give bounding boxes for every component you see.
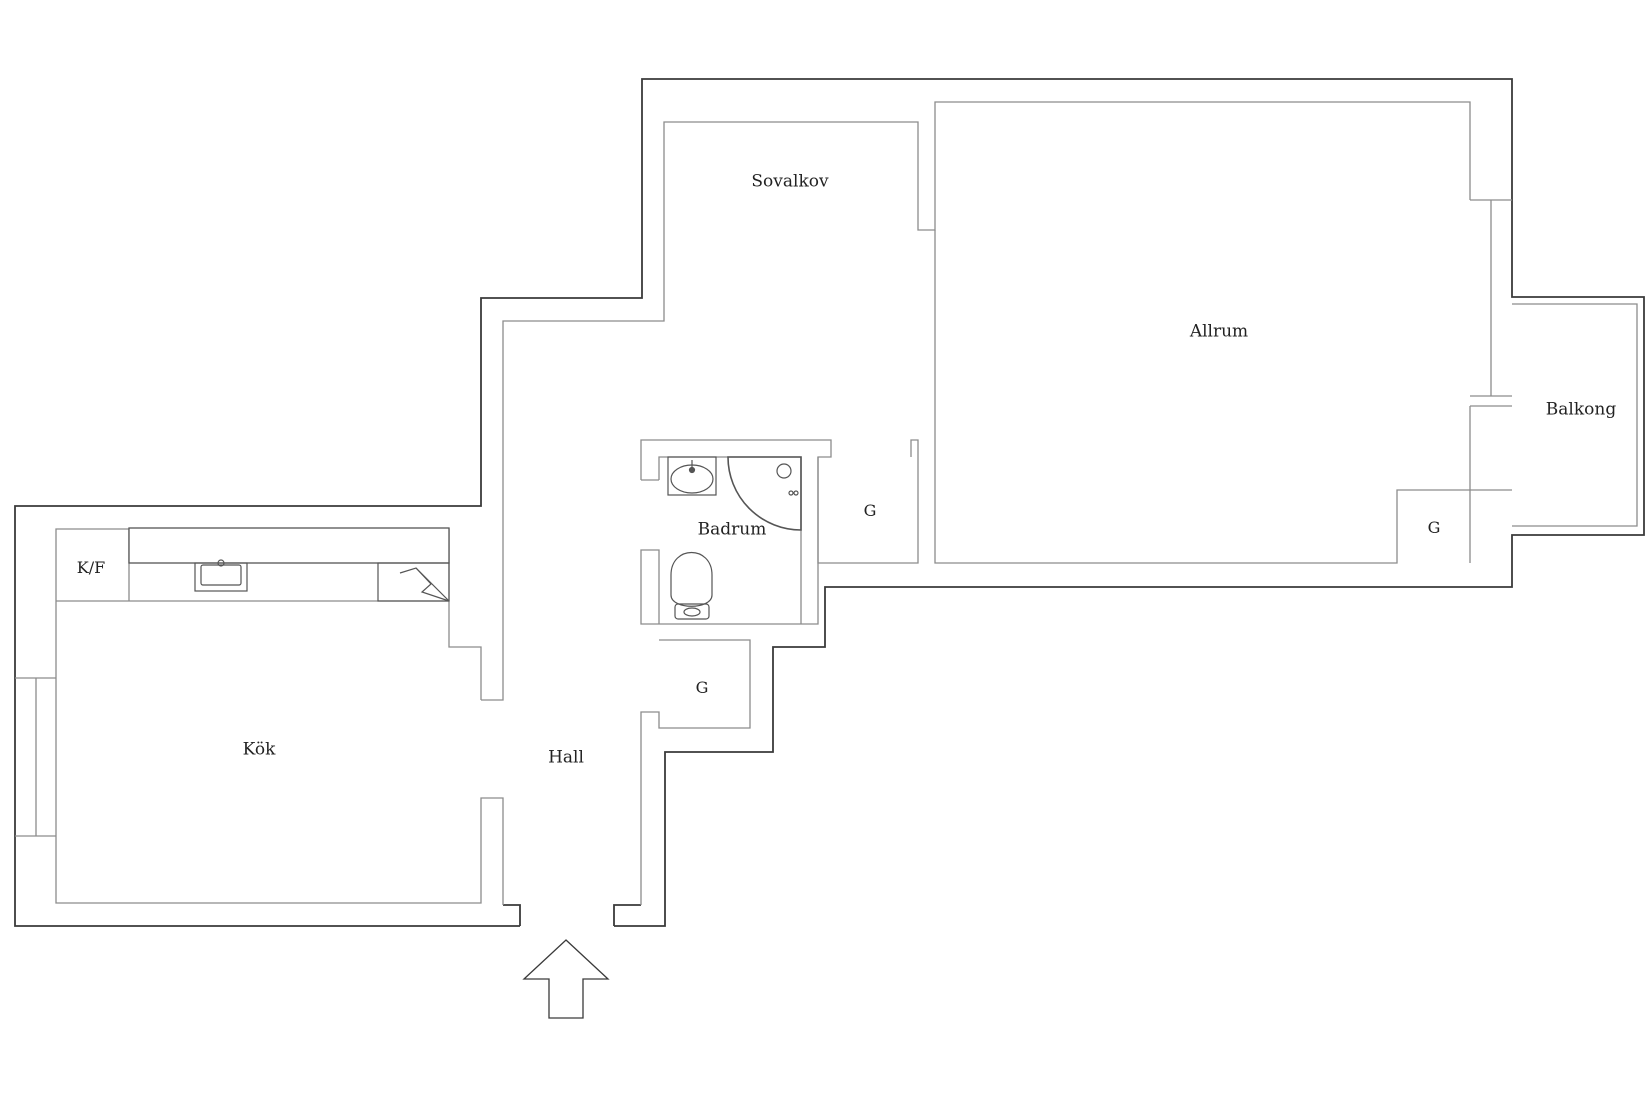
balkong-inner: [1512, 303, 1638, 527]
toilet-icon: [670, 552, 713, 620]
room-label-garderob-allrum: G: [1427, 518, 1441, 537]
room-label-kf: K/F: [76, 558, 106, 577]
room-label-hall: Hall: [548, 747, 584, 768]
allrum-wall: [934, 230, 1471, 564]
room-label-balkong: Balkong: [1545, 399, 1617, 420]
room-label-badrum: Badrum: [697, 519, 767, 540]
room-label-sovalkov: Sovalkov: [751, 171, 829, 192]
room-label-garderob-center: G: [863, 501, 877, 520]
room-label-kok: Kök: [242, 739, 276, 760]
allrum-right-wall: [1469, 406, 1512, 491]
entrance-arrow-icon: [522, 939, 610, 1019]
shower-icon: [727, 456, 802, 531]
hall-left-wall: [481, 101, 1471, 701]
exterior-wall-outline: [14, 78, 1645, 927]
kitchen-wall: [55, 528, 504, 905]
stove-icon: [377, 562, 450, 602]
entrance-threshold-left: [503, 904, 521, 926]
sink-icon: [667, 456, 717, 496]
kitchen-upper-cabinet: [128, 527, 450, 564]
bathroom-inner: [658, 456, 802, 624]
wardrobe-center: [817, 439, 919, 564]
entrance-threshold-right: [613, 904, 641, 926]
room-label-allrum: Allrum: [1189, 321, 1249, 342]
room-label-garderob-hall: G: [695, 678, 709, 697]
interior-walls: [15, 101, 1638, 905]
hall-right-wall: [640, 639, 751, 905]
exterior-walls: [14, 78, 1645, 927]
kitchen-sink-icon: [194, 559, 248, 592]
